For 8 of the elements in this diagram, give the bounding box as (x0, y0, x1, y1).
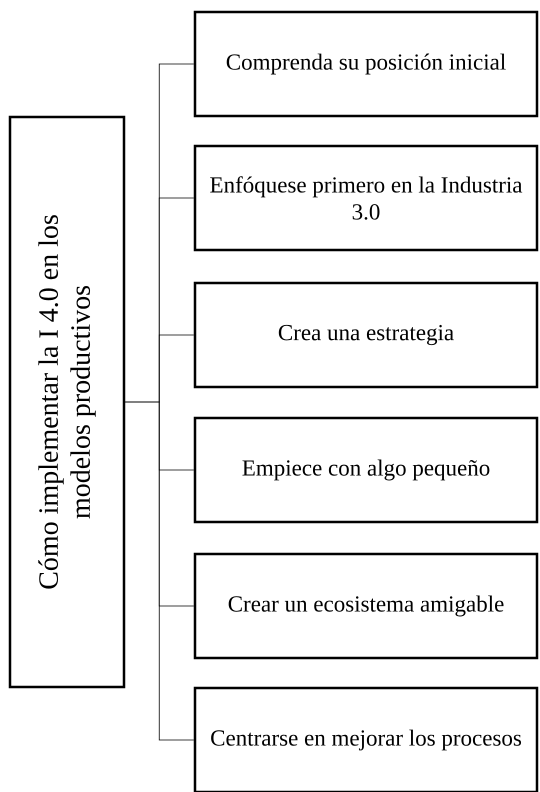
connector-line (124, 402, 194, 740)
step-box: Crea una estrategia (194, 282, 538, 388)
step-box: Centrarse en mejorar los procesos (194, 686, 538, 792)
step-box: Crear un ecosistema amigable (194, 552, 538, 660)
step-box: Empiece con algo pequeño (194, 416, 538, 524)
step-box: Comprenda su posición inicial (194, 10, 538, 118)
topic-box: Cómo implementar la I 4.0 en los modelos productivos (8, 116, 126, 688)
step-box: Enfóquese primero en la Industria 3.0 (194, 144, 538, 252)
